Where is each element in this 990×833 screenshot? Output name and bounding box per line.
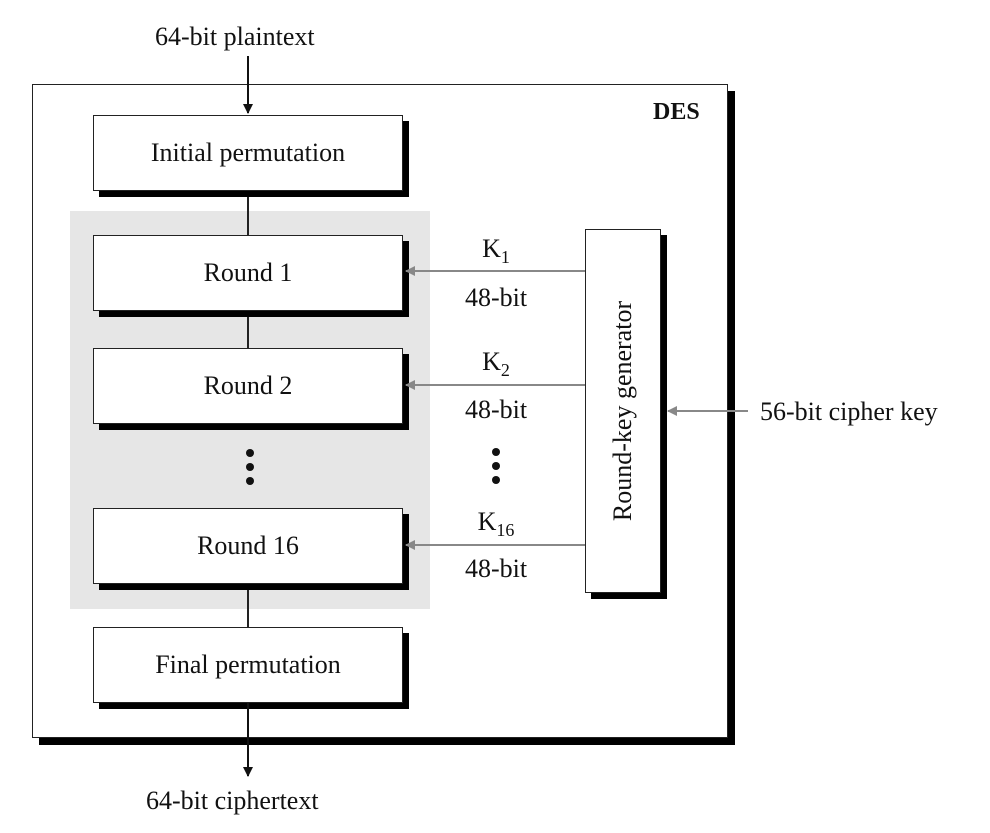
connector-round1-round2 — [247, 310, 249, 348]
round-1-label: Round 1 — [203, 258, 293, 287]
key-2-bits: 48-bit — [464, 395, 528, 424]
round-2-label: Round 2 — [203, 371, 293, 400]
key-16-label: K16 — [477, 507, 515, 540]
cipher-key-label: 56-bit cipher key — [760, 397, 938, 426]
round-1-box: Round 1 — [93, 235, 403, 311]
key-1-label: K1 — [482, 234, 510, 267]
initial-permutation-box: Initial permutation — [93, 115, 403, 191]
key-2-label: K2 — [482, 347, 510, 380]
round-16-label: Round 16 — [197, 531, 299, 560]
final-permutation-box: Final permutation — [93, 627, 403, 703]
final-permutation-label: Final permutation — [155, 650, 341, 679]
plaintext-label: 64-bit plaintext — [155, 22, 315, 51]
initial-permutation-label: Initial permutation — [150, 138, 346, 167]
keys-ellipsis — [492, 448, 500, 490]
key-16-bits: 48-bit — [464, 554, 528, 583]
rounds-ellipsis — [246, 449, 254, 491]
connector-round16-fp — [247, 583, 249, 627]
des-label: DES — [653, 99, 700, 125]
round-2-box: Round 2 — [93, 348, 403, 424]
round-key-generator-box: Round-key generator — [585, 229, 661, 593]
key-1-bits: 48-bit — [464, 283, 528, 312]
round-16-box: Round 16 — [93, 508, 403, 584]
connector-ip-round1 — [247, 190, 249, 235]
ciphertext-label: 64-bit ciphertext — [146, 786, 319, 815]
